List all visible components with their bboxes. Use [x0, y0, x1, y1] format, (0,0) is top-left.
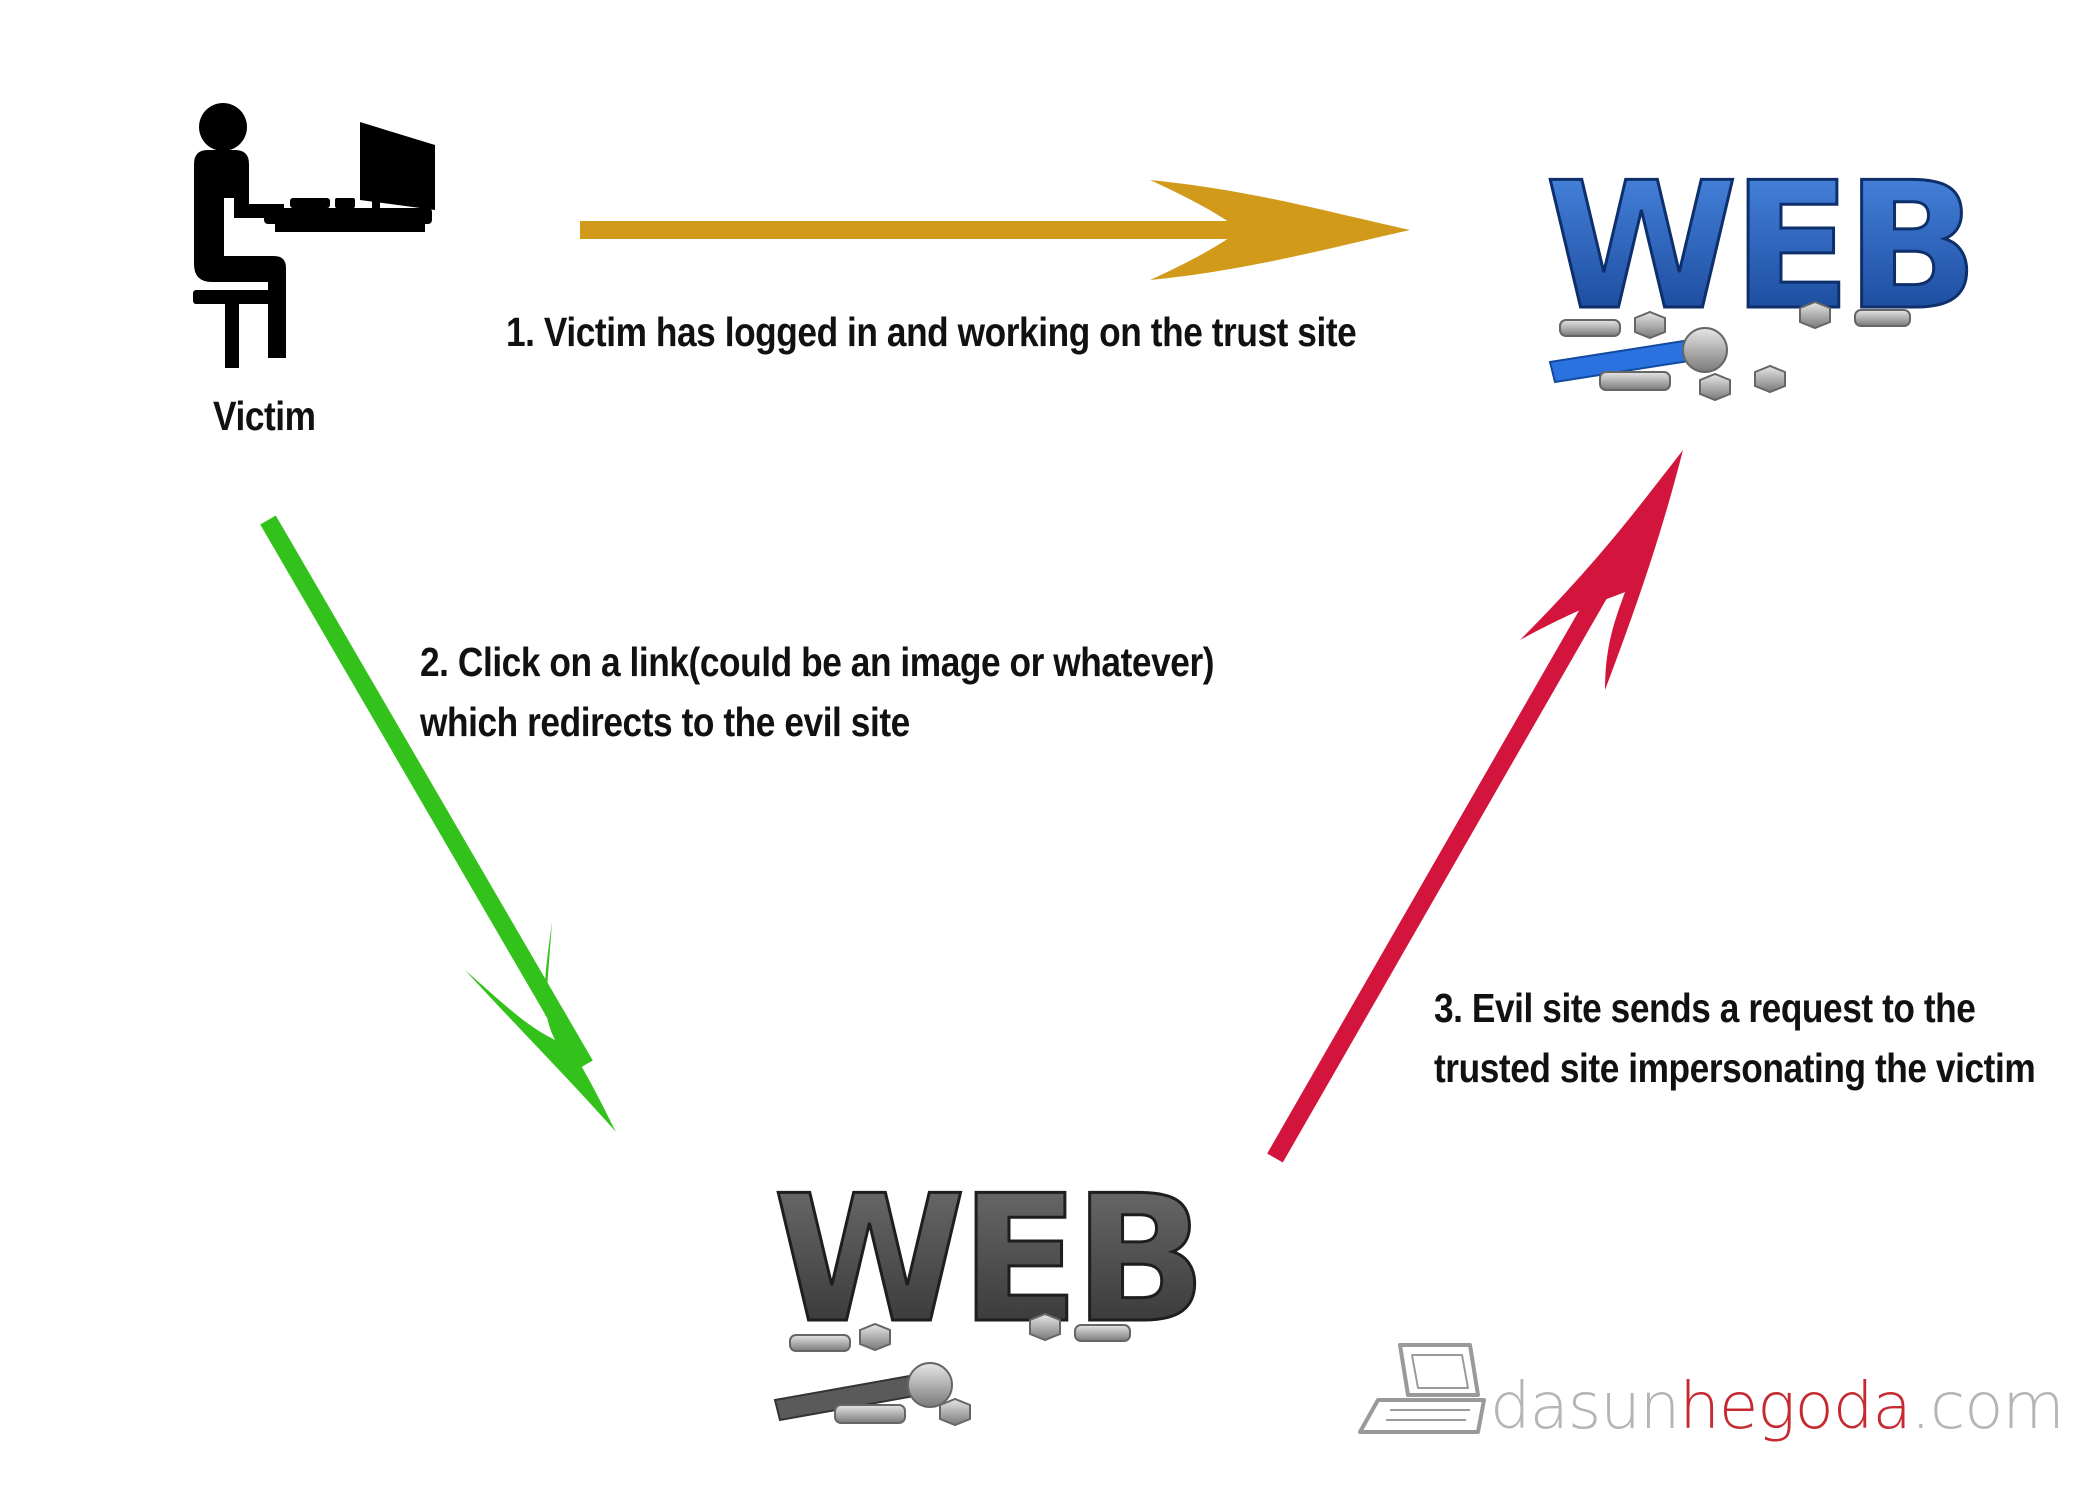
laptop-icon: [1358, 1343, 1486, 1434]
step2-arrow-head: [465, 922, 616, 1132]
wrench-and-bolts-icon: [773, 1312, 1131, 1427]
watermark-part-3: .com: [1910, 1370, 2065, 1444]
step1-arrow-head: [1150, 180, 1410, 280]
watermark-part-2: hegoda: [1679, 1370, 1911, 1444]
watermark-logo: dasunhegoda.com: [1490, 1370, 2065, 1444]
step2-label: 2. Click on a link(could be an image or …: [420, 632, 1214, 752]
step1-label: 1. Victim has logged in and working on t…: [506, 309, 1357, 355]
evil-site-web-text: WEB: [773, 1159, 1201, 1362]
step3-label-line-1: 3. Evil site sends a request to the: [1434, 985, 1976, 1031]
person-at-computer-icon: [193, 103, 435, 368]
victim-label: Victim: [213, 393, 316, 439]
step3-arrow-line: [1267, 535, 1638, 1163]
step2-arrow-line: [260, 515, 593, 1070]
step2-label-line-1: 2. Click on a link(could be an image or …: [420, 639, 1215, 685]
flow-arrows: [260, 180, 1683, 1163]
trusted-site-web-logo: WEB: [1544, 145, 1980, 402]
wrench-and-bolts-icon: [1548, 300, 1911, 402]
evil-site-web-logo: WEB: [772, 1158, 1208, 1427]
step3-label: 3. Evil site sends a request to the trus…: [1434, 978, 2036, 1098]
watermark-part-1: dasun: [1490, 1370, 1680, 1444]
step2-label-line-2: which redirects to the evil site: [420, 699, 910, 745]
step3-arrow-head: [1520, 450, 1683, 690]
step3-label-line-2: trusted site impersonating the victim: [1434, 1045, 2036, 1091]
